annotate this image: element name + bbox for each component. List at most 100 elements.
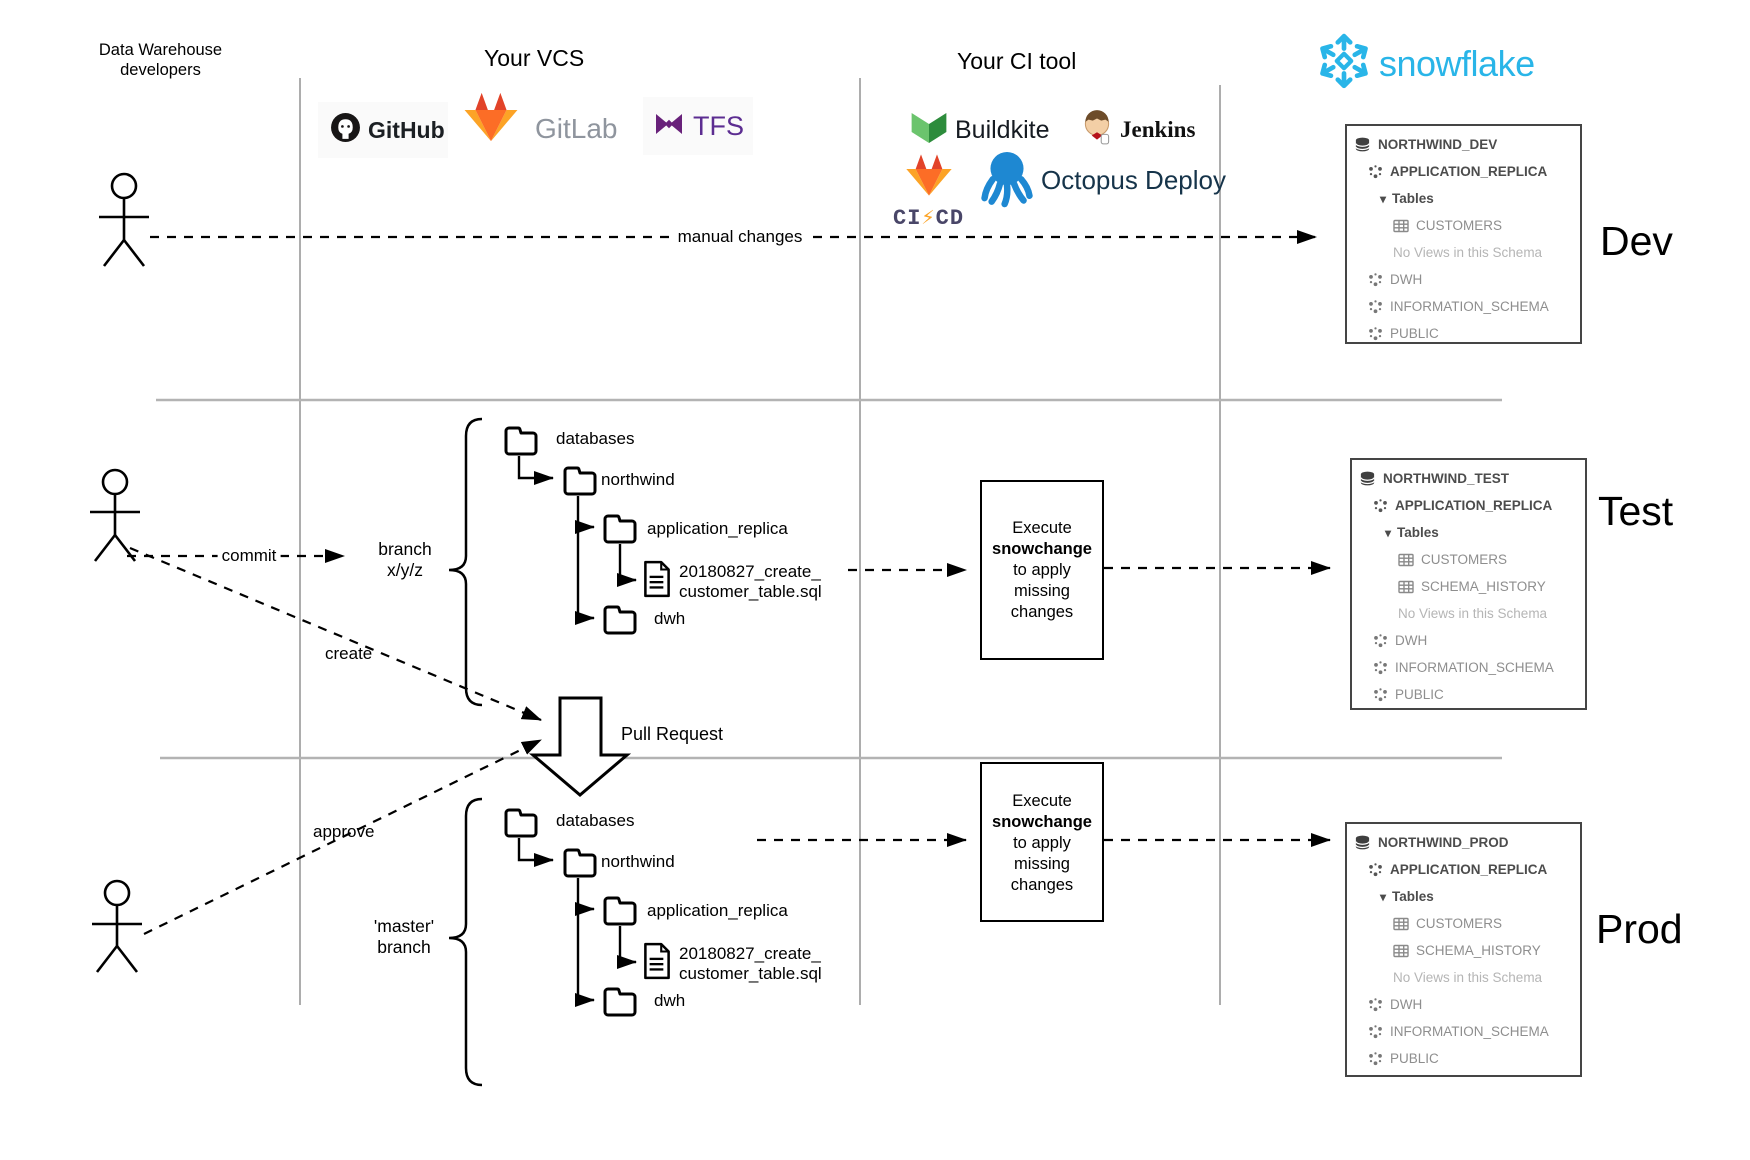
jenkins-logo: Jenkins <box>1080 108 1195 151</box>
tree-item-schema: INFORMATION_SCHEMA <box>1352 654 1585 681</box>
tree-item-label: PUBLIC <box>1395 687 1444 702</box>
changes-line: changes <box>1010 876 1074 894</box>
tree-item-label: SCHEMA_HISTORY <box>1416 943 1541 958</box>
tree-item-schema: PUBLIC <box>1352 681 1585 708</box>
tree-item-tables-group: ▾ Tables <box>1347 185 1580 212</box>
env-label-prod: Prod <box>1596 906 1683 952</box>
tree-item-label: Tables <box>1397 525 1439 540</box>
tree-item-schema: PUBLIC <box>1347 1045 1580 1072</box>
tree-item-table: CUSTOMERS <box>1352 546 1585 573</box>
tree-item-table: CUSTOMERS <box>1347 910 1580 937</box>
gitlab-fox-icon <box>463 86 519 153</box>
tree-item-label: No Views in this Schema <box>1393 970 1543 985</box>
ci-column-title: Your CI tool <box>957 48 1077 74</box>
pull-request-label: Pull Request <box>621 724 724 744</box>
buildkite-label: Buildkite <box>955 116 1050 144</box>
tree-item-label: NORTHWIND_DEV <box>1378 137 1498 152</box>
tree-item-schema: DWH <box>1347 266 1580 293</box>
master-word: 'master' <box>373 916 435 936</box>
execute-line: Execute <box>1012 792 1072 810</box>
github-label: GitHub <box>368 116 445 143</box>
tree-item-label: DWH <box>1390 997 1423 1012</box>
tree-item-label: APPLICATION_REPLICA <box>1390 862 1548 877</box>
snowflake-wordmark: snowflake <box>1379 42 1535 84</box>
folder-icon-databases-prod <box>502 804 540 843</box>
tree-item-database: NORTHWIND_DEV <box>1347 131 1580 158</box>
tfs-logo: TFS <box>643 97 753 155</box>
table-grid-icon <box>1393 944 1409 958</box>
schema-icon <box>1368 272 1383 287</box>
buildkite-icon <box>911 113 947 148</box>
folder-icon-application-replica-test <box>601 510 639 549</box>
to-apply-line: to apply <box>1013 561 1071 579</box>
database-icon <box>1354 834 1371 851</box>
snowflake-object-tree-dev: NORTHWIND_DEV APPLICATION_REPLICA ▾ Tabl… <box>1345 124 1582 344</box>
jenkins-icon <box>1080 108 1114 151</box>
jenkins-label: Jenkins <box>1120 116 1196 142</box>
tree-item-schema: INFORMATION_SCHEMA <box>1347 293 1580 320</box>
tree-item-tables-group: ▾ Tables <box>1347 883 1580 910</box>
github-logo: GitHub <box>318 102 448 158</box>
snowflake-logo: snowflake <box>1315 32 1535 95</box>
tree-item-label: NORTHWIND_TEST <box>1383 471 1509 486</box>
gitlab-cicd-fox-icon <box>905 154 953 204</box>
snowchange-line: snowchange <box>992 540 1092 558</box>
snowflake-object-tree-prod: NORTHWIND_PROD APPLICATION_REPLICA ▾ Tab… <box>1345 822 1582 1077</box>
pull-request-arrow-shape <box>528 696 632 797</box>
tree-item-label: Tables <box>1392 191 1434 206</box>
tree-label-sql-file: 20180827_create_ customer_table.sql <box>679 944 822 984</box>
tree-item-label: CUSTOMERS <box>1416 916 1503 931</box>
create-arrow <box>129 546 542 722</box>
execute-snowchange-box-test: Execute snowchange to apply missing chan… <box>980 480 1104 660</box>
tree-item-label: INFORMATION_SCHEMA <box>1390 299 1549 314</box>
tree-item-schema: PUBLIC <box>1347 320 1580 347</box>
gitlab-cicd-label: CI⚡CD <box>893 205 964 231</box>
tree-item-label: INFORMATION_SCHEMA <box>1395 660 1554 675</box>
folder-icon-application-replica-prod <box>601 892 639 931</box>
snowflake-object-tree-test: NORTHWIND_TEST APPLICATION_REPLICA ▾ Tab… <box>1350 458 1587 710</box>
branch-xyz-label: branch x/y/z <box>361 539 449 581</box>
tree-item-schema: APPLICATION_REPLICA <box>1347 856 1580 883</box>
folder-icon-northwind-prod <box>561 844 599 883</box>
tree-item-label: PUBLIC <box>1390 1051 1439 1066</box>
buildkite-logo: Buildkite <box>911 113 1050 148</box>
branch-brace <box>448 417 483 707</box>
tree-label-application-replica: application_replica <box>647 901 788 920</box>
commit-label: commit <box>217 546 281 566</box>
tree-item-label: CUSTOMERS <box>1416 218 1503 233</box>
vcs-column-title: Your VCS <box>484 45 585 71</box>
execute-snowchange-box-prod: Execute snowchange to apply missing chan… <box>980 762 1104 922</box>
table-grid-icon <box>1393 917 1409 931</box>
tree-item-label: Tables <box>1392 889 1434 904</box>
tree-label-northwind: northwind <box>601 470 675 489</box>
folder-icon-databases-test <box>502 422 540 461</box>
row-divider-lines <box>156 398 1502 760</box>
tree-item-schema: DWH <box>1347 991 1580 1018</box>
snowflake-icon <box>1315 32 1373 95</box>
github-icon <box>330 112 361 148</box>
missing-line: missing <box>1014 855 1070 873</box>
gitlab-label: GitLab <box>535 112 618 144</box>
sql-file-name-line1: 20180827_create_ <box>679 562 821 581</box>
tree-label-databases: databases <box>556 811 635 830</box>
sql-file-icon-test <box>643 560 671 603</box>
tree-label-northwind: northwind <box>601 852 675 871</box>
snowchange-line: snowchange <box>992 813 1092 831</box>
tree-label-sql-file: 20180827_create_ customer_table.sql <box>679 562 822 602</box>
folder-icon-dwh-test <box>601 601 639 640</box>
schema-icon <box>1368 326 1383 341</box>
tree-item-label: DWH <box>1395 633 1428 648</box>
tree-item-label: DWH <box>1390 272 1423 287</box>
to-apply-line: to apply <box>1013 834 1071 852</box>
tree-item-table: SCHEMA_HISTORY <box>1347 937 1580 964</box>
approve-label: approve <box>313 822 375 841</box>
branch-word: branch <box>377 937 431 957</box>
database-icon <box>1359 470 1376 487</box>
tree-item-label: CUSTOMERS <box>1421 552 1508 567</box>
tree-item-label: NORTHWIND_PROD <box>1378 835 1509 850</box>
schema-icon <box>1368 1051 1383 1066</box>
chevron-down-icon: ▾ <box>1380 889 1387 904</box>
schema-icon <box>1373 498 1388 513</box>
